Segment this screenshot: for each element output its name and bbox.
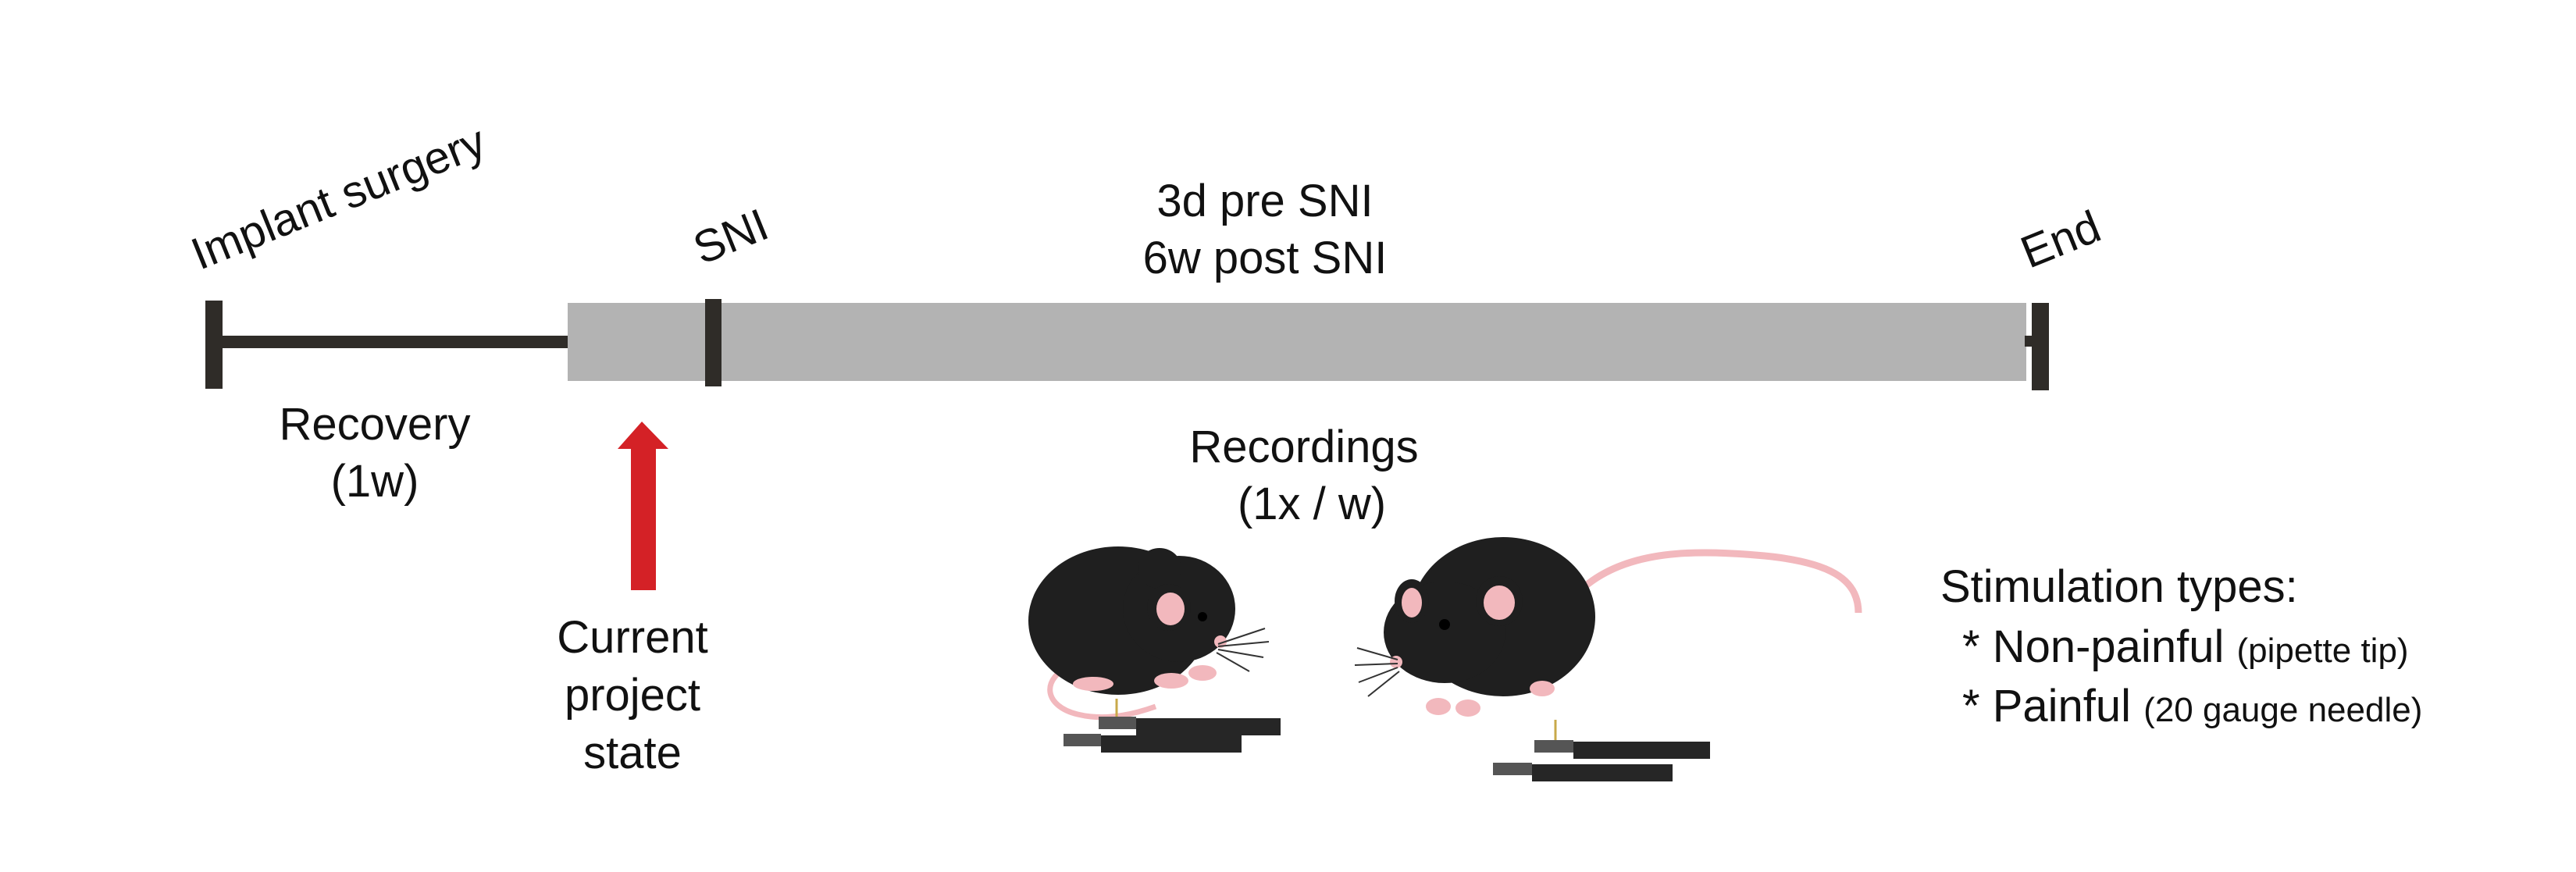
stimulation-detail: (20 gauge needle) <box>2143 691 2423 730</box>
experiment-period-bar <box>568 303 2026 381</box>
recovery-line <box>211 336 570 348</box>
recordings-label-line2: (1x / w) <box>1237 478 1387 529</box>
stimulation-name: Painful <box>1992 681 2132 732</box>
recordings-label-line1: Recordings <box>1189 422 1419 472</box>
start-tick <box>205 301 223 389</box>
current-state-label: Current project state <box>500 609 765 783</box>
stimulation-types-block: Stimulation types: * Non-painful (pipett… <box>1940 557 2422 737</box>
stimulation-title: Stimulation types: <box>1940 561 2298 612</box>
sni-tick <box>705 299 721 386</box>
period-label-line1: 3d pre SNI <box>1156 176 1374 226</box>
current-state-arrow <box>618 422 668 590</box>
stimulation-item-non-painful: * Non-painful (pipette tip) <box>1940 618 2422 678</box>
period-label-line2: 6w post SNI <box>1142 232 1388 283</box>
stimulation-detail: (pipette tip) <box>2236 631 2409 670</box>
stimulation-name: Non-painful <box>1992 621 2225 672</box>
mouse-standing-illustration <box>1354 537 1862 781</box>
recordings-label: Recordings (1x / w) <box>1124 419 1484 532</box>
stimulation-item-painful: * Painful (20 gauge needle) <box>1940 677 2422 737</box>
recovery-label-line1: Recovery <box>279 399 471 450</box>
stimulation-bullet: * <box>1962 681 1980 732</box>
end-tick <box>2032 303 2049 390</box>
recovery-label: Recovery (1w) <box>234 397 515 510</box>
current-state-line2: project <box>564 670 701 721</box>
current-state-line3: state <box>583 728 682 779</box>
period-label: 3d pre SNI 6w post SNI <box>1062 173 1468 287</box>
recovery-label-line2: (1w) <box>330 455 419 507</box>
stimulation-bullet: * <box>1962 621 1980 672</box>
current-state-line1: Current <box>557 612 708 663</box>
mouse-sitting-illustration <box>1028 546 1281 753</box>
